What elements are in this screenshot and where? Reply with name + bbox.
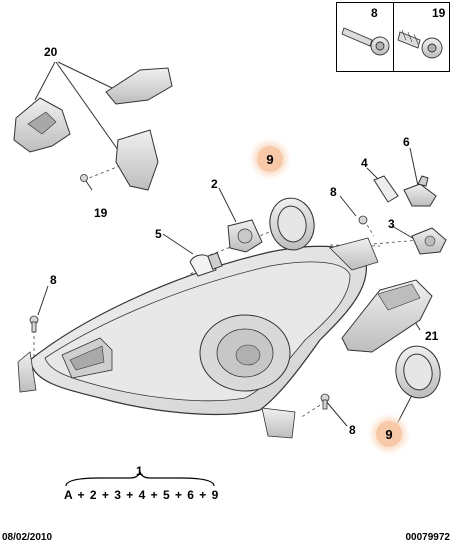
- bulb-6: [403, 175, 437, 207]
- part-label-3: 3: [388, 217, 395, 231]
- part-label-4: 4: [361, 156, 368, 170]
- inset-clip-icon: [397, 29, 443, 59]
- part-label-19: 19: [94, 206, 108, 220]
- bulb-4: [373, 175, 399, 203]
- assembly-brace: [65, 470, 215, 487]
- bulb-5: [189, 252, 223, 277]
- part-label-9-lower-highlight: 9: [376, 421, 402, 447]
- cap-9-upper: [269, 197, 315, 251]
- footer-date: 08/02/2010: [2, 532, 53, 543]
- inset-divider: [393, 2, 394, 72]
- inset-label-8: 8: [371, 6, 378, 20]
- part-label-8-bottom: 8: [349, 423, 356, 437]
- part-label-9-upper-highlight: 9: [257, 146, 283, 172]
- module-21: [341, 279, 433, 353]
- assembly-label-1: 1: [136, 464, 143, 478]
- bulb-3: [411, 227, 447, 255]
- part-label-8-left: 8: [50, 273, 57, 287]
- part-label-20: 20: [44, 45, 58, 59]
- headlamp-housing: [17, 237, 379, 439]
- bulb-2: [227, 219, 263, 253]
- cap-9-lower: [395, 345, 441, 399]
- bracket-20: [13, 67, 173, 191]
- inset-label-19: 19: [432, 6, 446, 20]
- part-label-8-center: 8: [330, 185, 337, 199]
- screws: [29, 174, 368, 410]
- leader-lines: [34, 61, 421, 427]
- part-label-5: 5: [155, 227, 162, 241]
- part-label-21: 21: [425, 329, 439, 343]
- assembly-formula: A + 2 + 3 + 4 + 5 + 6 + 9: [64, 488, 220, 502]
- footer-code: 00079972: [405, 532, 451, 543]
- part-label-2: 2: [211, 177, 218, 191]
- inset-screw-icon: [341, 27, 390, 56]
- part-label-6: 6: [403, 135, 410, 149]
